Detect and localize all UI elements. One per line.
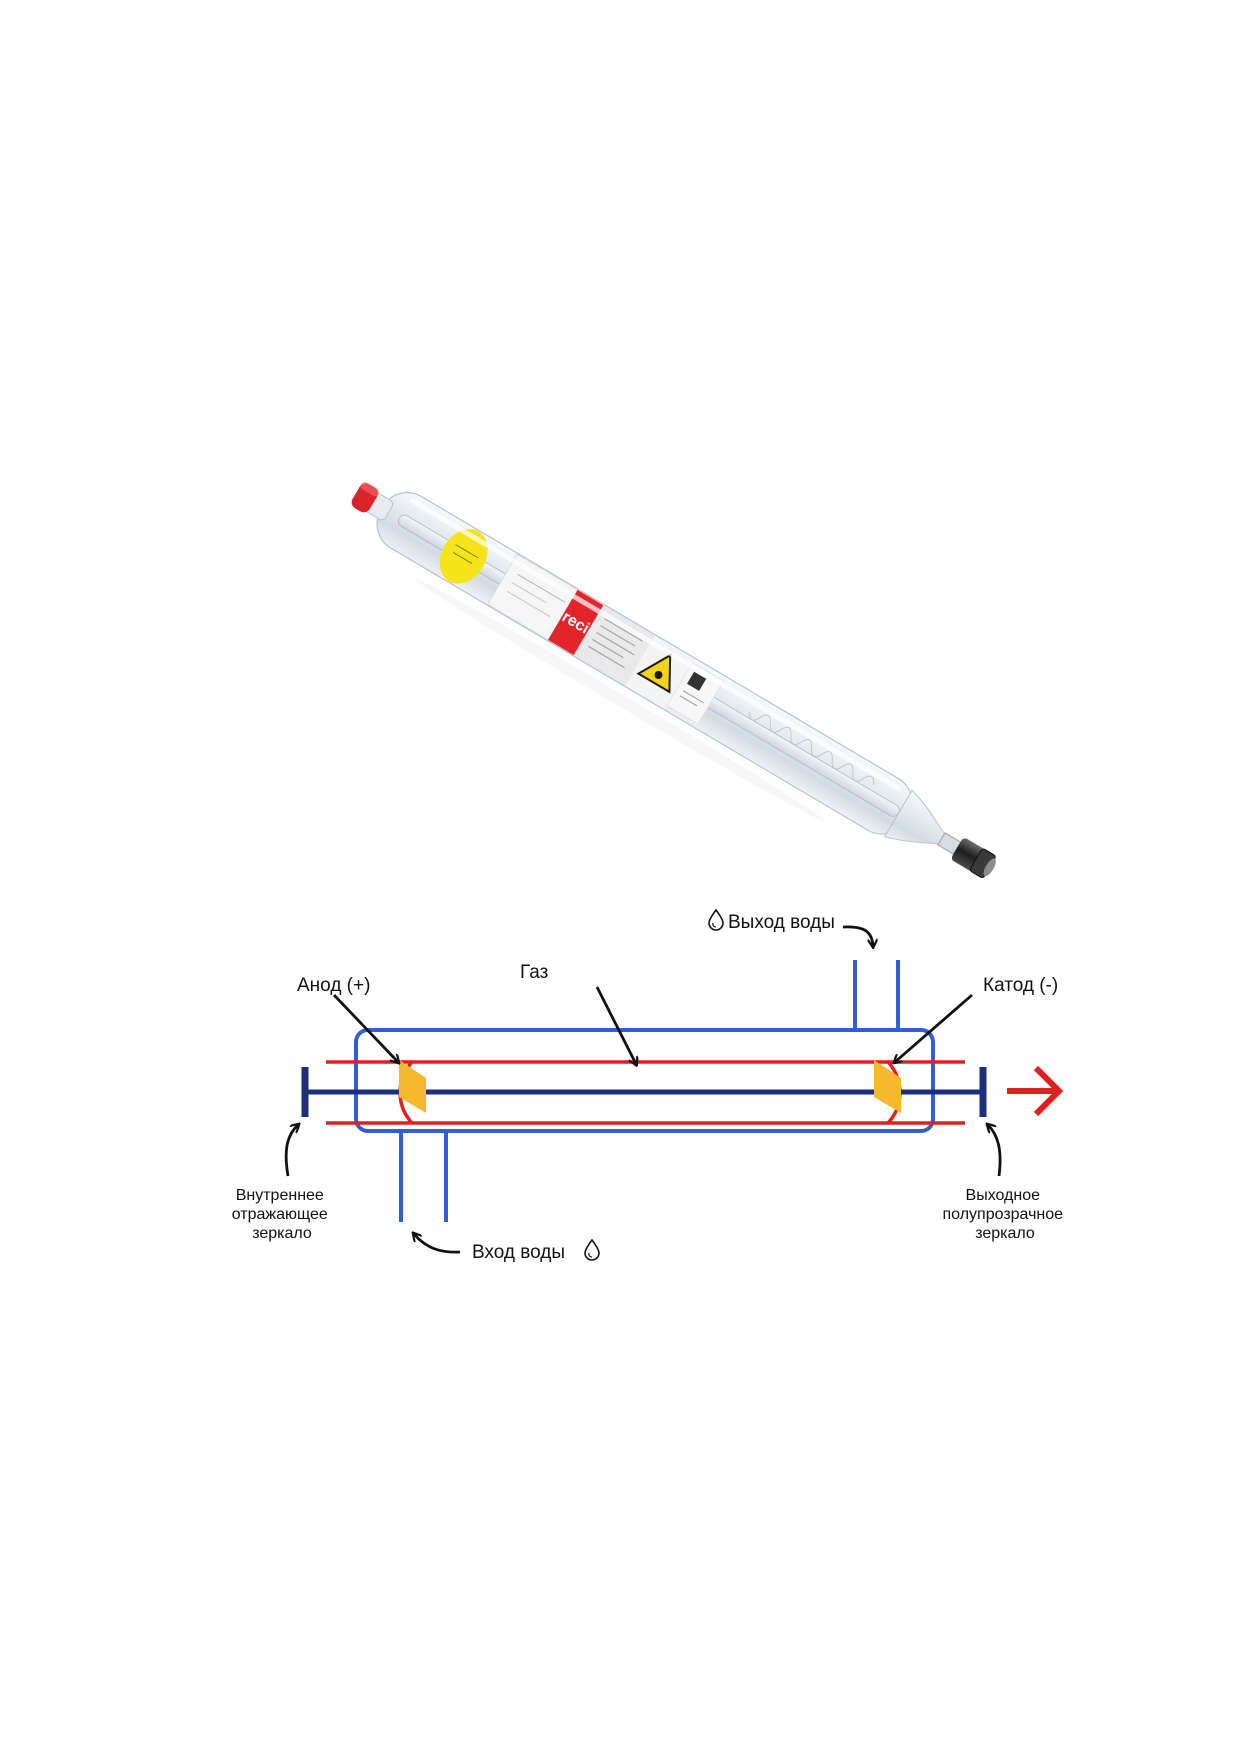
anode-electrode	[399, 1060, 426, 1113]
water-drop-icon-in	[584, 1238, 600, 1261]
water-in-label: Вход воды	[472, 1242, 565, 1263]
inner-mirror-label: Внутреннее отражающее зеркало	[232, 1187, 333, 1242]
gas-pointer	[595, 986, 636, 1064]
anode-pointer	[332, 994, 398, 1062]
inner-mirror-pointer	[284, 1125, 298, 1177]
water-out-pointer	[842, 925, 873, 946]
anode-label: Анод (+)	[297, 975, 370, 996]
water-in-pointer	[414, 1234, 461, 1254]
output-beam-arrow	[1007, 1065, 1064, 1117]
output-mirror-label: Выходное полупрозрачное зеркало	[942, 1187, 1067, 1242]
gas-label: Газ	[520, 962, 548, 983]
output-mirror-pointer	[988, 1125, 1002, 1177]
water-drop-icon-out	[708, 908, 724, 931]
cathode-electrode	[874, 1060, 901, 1113]
cathode-label: Катод (-)	[983, 975, 1058, 996]
cathode-pointer	[895, 993, 973, 1062]
water-out-label: Выход воды	[728, 912, 835, 933]
water-jacket	[354, 1028, 935, 1133]
